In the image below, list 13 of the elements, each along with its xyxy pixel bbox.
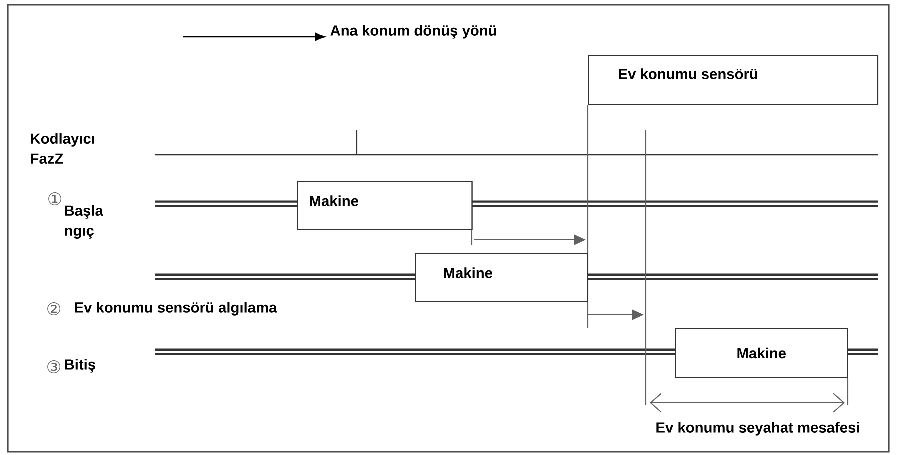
step-label: Başla ngıç — [65, 205, 104, 240]
step-number: ① — [48, 192, 62, 206]
dimension-label: Ev konumu seyahat mesafesi — [656, 422, 860, 436]
machine-box: Makine — [675, 328, 848, 379]
step-label: Ev konumu sensörü algılama — [75, 302, 278, 316]
machine-box: Makine — [297, 181, 473, 230]
step-number: ③ — [48, 360, 61, 374]
step-number: ② — [48, 302, 61, 316]
machine-box: Makine — [415, 253, 588, 302]
sensor-box: Ev konumu sensörü — [588, 55, 879, 106]
step-label: Bitiş — [65, 359, 96, 373]
direction-label: Ana konum dönüş yönü — [330, 25, 496, 39]
signal-label: Kodlayıcı FazZ — [31, 133, 94, 164]
